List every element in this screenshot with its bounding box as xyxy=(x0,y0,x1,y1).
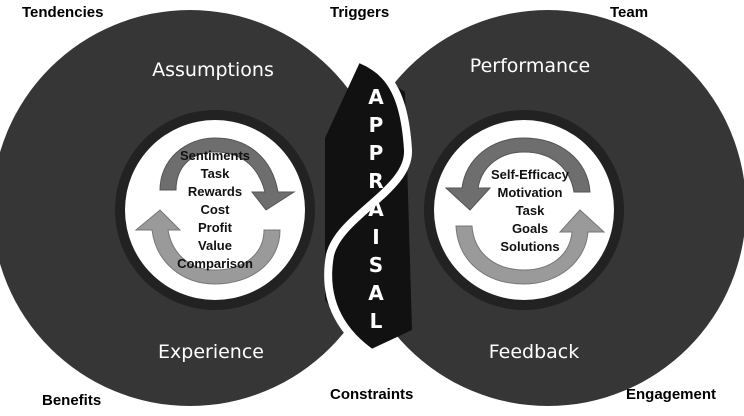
right-item-self-efficacy: Self-Efficacy xyxy=(491,167,570,182)
appraisal-letter-1: A xyxy=(368,85,384,109)
right-bottom-label: Feedback xyxy=(489,341,579,363)
right-item-goals: Goals xyxy=(512,221,548,236)
left-item-value: Value xyxy=(198,238,232,253)
appraisal-letter-4: R xyxy=(368,169,383,193)
left-item-cost: Cost xyxy=(201,202,231,217)
corner-label-benefits: Benefits xyxy=(42,392,102,409)
corner-label-engagement: Engagement xyxy=(626,386,717,403)
left-item-comparison: Comparison xyxy=(177,256,253,271)
right-item-motivation: Motivation xyxy=(498,185,563,200)
right-cycle-arrow-top xyxy=(444,137,591,211)
left-item-sentiments: Sentiments xyxy=(180,148,250,163)
corner-label-constraints: Constraints xyxy=(330,386,414,403)
left-item-task: Task xyxy=(201,166,230,181)
left-cycle-arrow-bottom xyxy=(134,209,281,285)
appraisal-letter-3: P xyxy=(369,141,384,165)
right-cycle-arrow-bottom xyxy=(455,209,606,285)
appraisal-letter-5: A xyxy=(368,197,384,221)
left-top-label: Assumptions xyxy=(152,59,274,81)
appraisal-letter-6: I xyxy=(372,225,379,249)
right-item-solutions: Solutions xyxy=(500,239,559,254)
left-cycle-arrow-top xyxy=(159,137,296,211)
appraisal-letter-9: L xyxy=(370,309,383,333)
appraisal-letter-2: P xyxy=(369,113,384,137)
corner-label-team: Team xyxy=(610,4,649,21)
corner-label-triggers: Triggers xyxy=(330,4,390,21)
corner-label-tendencies: Tendencies xyxy=(22,4,104,21)
appraisal-letter-7: S xyxy=(369,253,383,277)
right-top-label: Performance xyxy=(470,55,590,77)
left-bottom-label: Experience xyxy=(158,341,264,363)
appraisal-letter-8: A xyxy=(368,281,384,305)
left-item-rewards: Rewards xyxy=(188,184,242,199)
right-item-task: Task xyxy=(516,203,545,218)
left-item-profit: Profit xyxy=(198,220,233,235)
s-curve-separator xyxy=(324,56,413,364)
